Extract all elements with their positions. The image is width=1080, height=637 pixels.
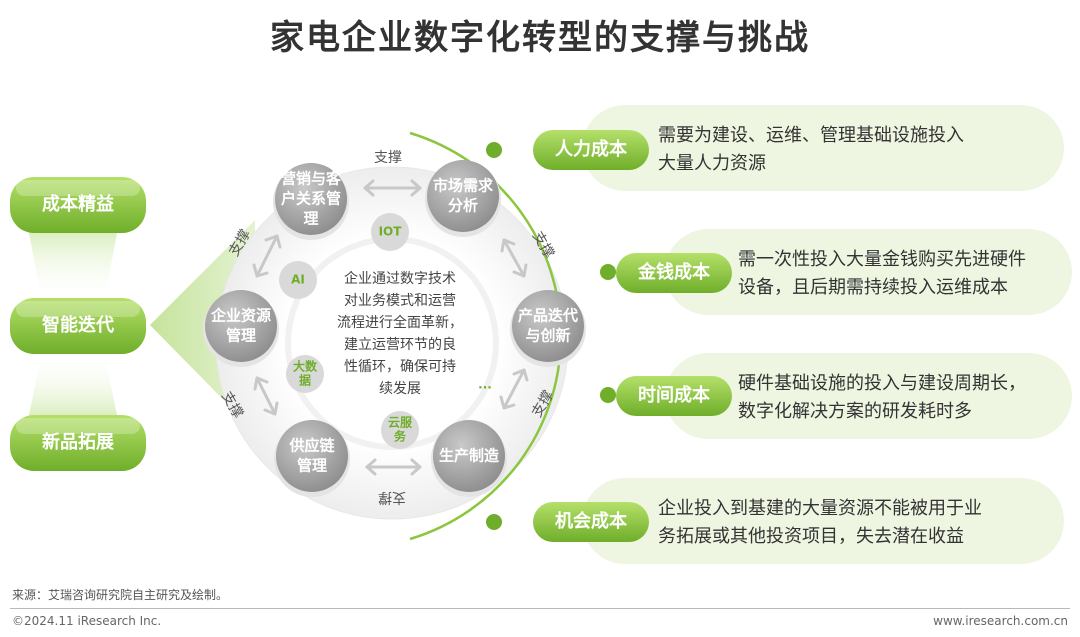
left-pill-2	[10, 298, 146, 354]
cost-desc-2-line-2: 设备，且后期需持续投入运维成本	[738, 277, 1008, 298]
cost-desc-1-line-2: 大量人力资源	[658, 153, 766, 174]
tech-tag-3	[286, 355, 324, 393]
website-link[interactable]: www.iresearch.com.cn	[933, 614, 1068, 628]
tech-tag-label-2: AI	[291, 273, 305, 287]
process-node-4	[433, 420, 505, 492]
process-node-1	[275, 163, 347, 235]
source-note: 来源：艾瑞咨询研究院自主研究及绘制。	[12, 588, 229, 602]
left-pill-label-1: 成本精益	[42, 193, 114, 215]
cost-label-pill-3	[616, 376, 732, 416]
support-arrow-upper-left	[252, 234, 282, 278]
process-node-label-1: 营销与客户关系管理	[281, 170, 342, 228]
cost-card-4	[582, 478, 1064, 564]
tech-tag-label-5: ...	[478, 378, 492, 392]
copyright: ©2024.11 iResearch Inc.	[12, 614, 162, 628]
arc-dot-1	[486, 142, 502, 158]
tech-tag-label-1: IOT	[379, 225, 403, 239]
footer-divider	[10, 608, 1070, 609]
tech-tag-2	[279, 261, 317, 299]
process-node-label-3: 产品迭代与创新	[518, 307, 578, 345]
tech-tag-1	[371, 213, 409, 251]
cost-desc-3: 硬件基础设施的投入与建设周期长， 数字化解决方案的研发耗时多	[738, 370, 1026, 426]
process-node-label-5: 供应链管理	[288, 437, 335, 475]
support-arrow-upper-right	[500, 238, 528, 278]
pill-connector-top	[28, 228, 118, 302]
arc-dot-3	[600, 387, 616, 403]
center-description: 企业通过数字技术对业务模式和运营流程进行全面革新，建立运营环节的良性循环，确保可…	[337, 270, 463, 397]
left-pill-label-3: 新品拓展	[42, 431, 115, 453]
cost-desc-2: 需一次性投入大量金钱购买先进硬件 设备，且后期需持续投入运维成本	[738, 246, 1026, 302]
tech-tag-label-4: 云服务	[388, 415, 413, 444]
process-node-3	[512, 290, 584, 362]
cost-label-2: 金钱成本	[637, 261, 710, 283]
support-arrow-lower-left	[253, 376, 279, 416]
page-title: 家电企业数字化转型的支撑与挑战	[270, 18, 810, 58]
cost-label-1: 人力成本	[555, 138, 627, 160]
support-arrow-bottom	[365, 458, 422, 476]
cost-label-pill-4	[533, 502, 649, 542]
tech-tag-4	[381, 411, 419, 449]
arc-dot-2	[600, 264, 616, 280]
cost-desc-1: 需要为建设、运维、管理基础设施投入 大量人力资源	[658, 122, 964, 178]
tech-tag-label-3: 大数据	[293, 359, 318, 388]
cost-desc-1-line-1: 需要为建设、运维、管理基础设施投入	[658, 125, 964, 146]
cost-label-pill-2	[616, 253, 732, 293]
arc-dot-4	[486, 514, 502, 530]
support-arrow-lower-right	[499, 368, 529, 410]
cost-label-4: 机会成本	[555, 510, 627, 532]
pill-connector-bottom	[28, 352, 118, 420]
cost-card-3	[665, 353, 1072, 439]
process-node-label-6: 企业资源管理	[210, 307, 271, 345]
process-node-6	[205, 290, 277, 362]
cost-desc-4-line-2: 务拓展或其他投资项目，失去潜在收益	[658, 526, 964, 547]
process-node-5	[276, 420, 348, 492]
inner-circle	[300, 251, 484, 435]
process-node-label-2: 市场需求分析	[433, 177, 494, 215]
cost-desc-2-line-1: 需一次性投入大量金钱购买先进硬件	[738, 249, 1026, 270]
cost-desc-3-line-2: 数字化解决方案的研发耗时多	[738, 401, 972, 422]
process-node-label-4: 生产制造	[439, 447, 499, 465]
cost-desc-3-line-1: 硬件基础设施的投入与建设周期长，	[738, 373, 1026, 394]
cost-desc-4-line-1: 企业投入到基建的大量资源不能被用于业	[658, 498, 982, 519]
support-label-1: 支撑	[374, 150, 402, 166]
cost-label-3: 时间成本	[638, 384, 710, 406]
cost-desc-4: 企业投入到基建的大量资源不能被用于业 务拓展或其他投资项目，失去潜在收益	[658, 495, 982, 551]
support-label-4: 支撑	[378, 489, 406, 505]
cost-card-1	[582, 105, 1064, 191]
cost-card-2	[665, 229, 1072, 315]
left-pill-3	[10, 415, 146, 471]
support-arrow-top	[363, 179, 422, 197]
process-node-2	[427, 160, 499, 232]
left-pill-1	[10, 177, 146, 233]
cost-label-pill-1	[533, 130, 649, 170]
left-pill-label-2: 智能迭代	[42, 314, 114, 336]
